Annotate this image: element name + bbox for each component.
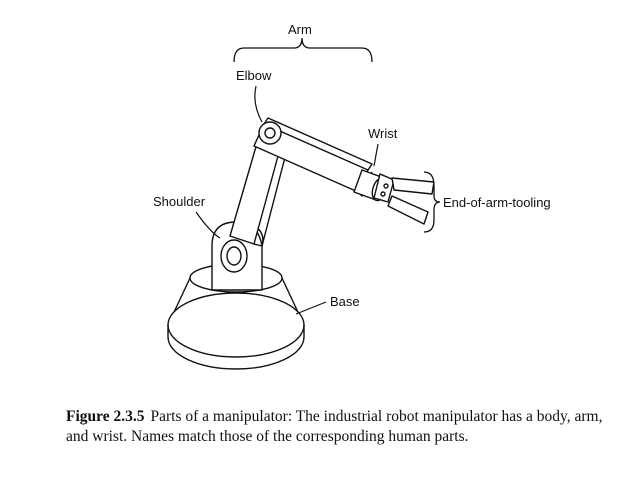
arm-bracket [233, 37, 373, 63]
tooling-bracket [423, 171, 441, 233]
base-part [167, 263, 305, 370]
wrist-label: Wrist [368, 126, 398, 141]
shoulder-leader [195, 211, 221, 239]
gripper-part [387, 177, 435, 225]
arm-label: Arm [288, 22, 312, 37]
base-label: Base [330, 294, 360, 309]
wrist-part [353, 169, 395, 203]
caption-text: Parts of a manipulator: The industrial r… [66, 408, 603, 445]
figure-number: Figure 2.3.5 [66, 408, 145, 425]
tooling-label: End-of-arm-tooling [443, 195, 551, 210]
shoulder-label: Shoulder [153, 194, 206, 209]
elbow-joint [258, 121, 282, 145]
wrist-leader [373, 143, 379, 167]
elbow-leader [254, 85, 263, 123]
base-leader [295, 301, 327, 315]
elbow-label: Elbow [236, 68, 272, 83]
